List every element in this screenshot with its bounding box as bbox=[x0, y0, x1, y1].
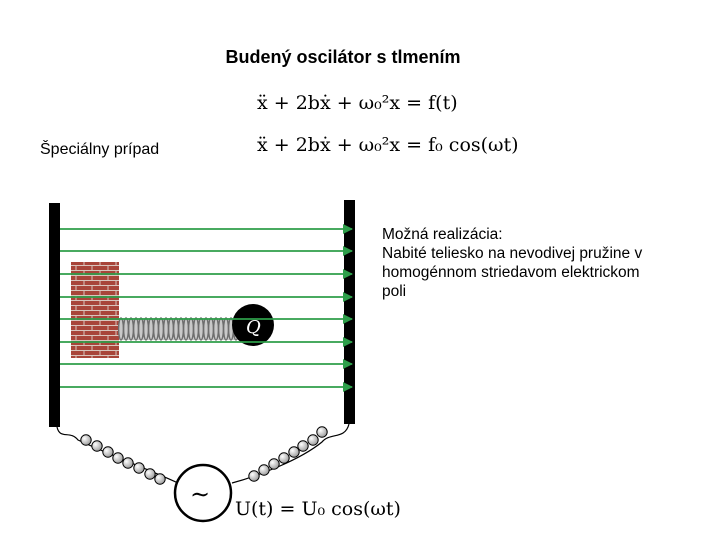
wire-bead bbox=[297, 440, 309, 452]
equation-general: ẍ + 2bẋ + ω₀²x = f(t) bbox=[257, 92, 458, 114]
wire-bead bbox=[91, 440, 103, 452]
description-line: Nabité teliesko na nevodivej pružine v bbox=[382, 245, 643, 262]
wire-bead bbox=[258, 464, 270, 476]
ac-source-icon bbox=[173, 463, 233, 523]
left-plate bbox=[49, 203, 60, 427]
wire-bead bbox=[307, 434, 319, 446]
wire-bead bbox=[248, 470, 260, 482]
bead-chain bbox=[80, 426, 328, 485]
ac-source-symbol: ∼ bbox=[190, 480, 210, 508]
wire-bead bbox=[122, 457, 134, 469]
equation-special-text: ẍ + 2bẋ + ω₀²x = f₀ cos(ωt) bbox=[257, 134, 519, 156]
equation-general-text: ẍ + 2bẋ + ω₀²x = f(t) bbox=[257, 92, 458, 114]
wire-bead bbox=[112, 452, 124, 464]
wire-bead bbox=[154, 473, 166, 485]
right-plate bbox=[344, 200, 355, 424]
wire-bead bbox=[80, 434, 92, 446]
wire-bead bbox=[278, 452, 290, 464]
brick-wall-icon bbox=[71, 262, 119, 358]
equation-special: ẍ + 2bẋ + ω₀²x = f₀ cos(ωt) bbox=[257, 134, 519, 156]
voltage-equation: U(t) = U₀ cos(ωt) bbox=[235, 498, 401, 520]
description-line: poli bbox=[382, 283, 407, 300]
charge-label: Q bbox=[246, 317, 261, 338]
slide-title: Budený oscilátor s tlmením bbox=[225, 47, 461, 67]
description-line: homogénnom striedavom elektrickom bbox=[382, 264, 640, 281]
field-lines bbox=[60, 224, 353, 392]
spring-icon bbox=[117, 317, 240, 341]
wire-bead bbox=[268, 458, 280, 470]
wire-bead bbox=[288, 446, 300, 458]
realization-description: Možná realizácia: Nabité teliesko na nev… bbox=[382, 225, 692, 301]
description-line: Možná realizácia: bbox=[382, 226, 503, 243]
special-case-label: Špeciálny prípad bbox=[40, 141, 160, 158]
wire-bead bbox=[133, 462, 145, 474]
wire-bead bbox=[144, 468, 156, 480]
wire-bead bbox=[102, 446, 114, 458]
wire-bead bbox=[316, 426, 328, 438]
charge-ball bbox=[232, 304, 274, 346]
